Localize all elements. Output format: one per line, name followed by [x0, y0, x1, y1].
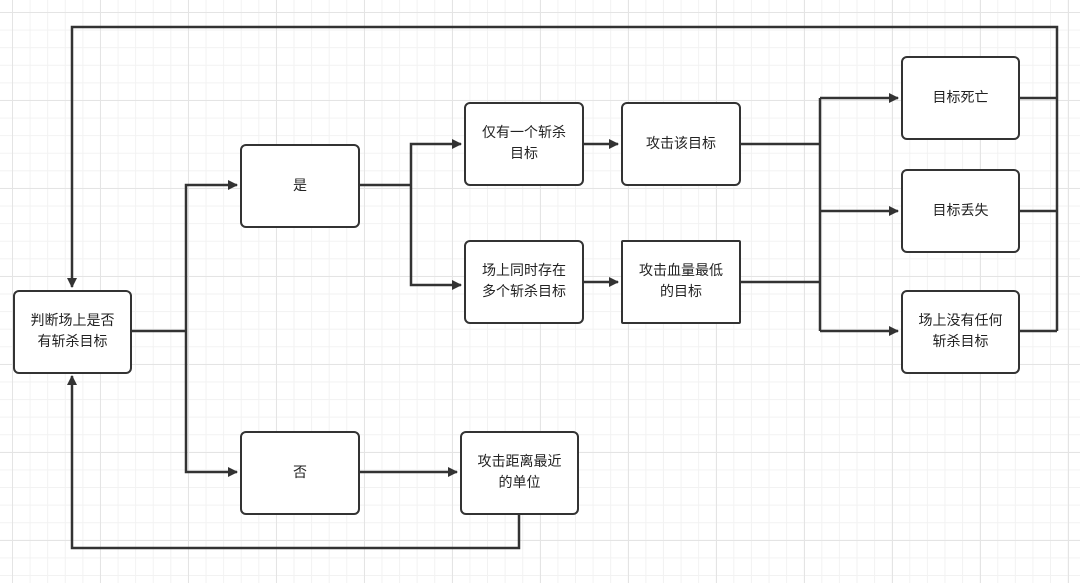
edge-yes-to-multiple [409, 185, 462, 290]
node-only-one-target[interactable]: 仅有一个斩杀目标 [464, 102, 584, 186]
node-label: 判断场上是否有斩杀目标 [30, 313, 115, 350]
edge-judge-to-yes [184, 180, 238, 331]
node-label: 是 [293, 177, 307, 194]
node-target-dead[interactable]: 目标死亡 [901, 56, 1020, 140]
edge-yes-to-only-one [409, 139, 462, 185]
node-no-kill-target[interactable]: 场上没有任何斩杀目标 [901, 290, 1020, 374]
node-multiple-targets[interactable]: 场上同时存在多个斩杀目标 [464, 240, 584, 324]
node-attack-nearest[interactable]: 攻击距离最近的单位 [460, 431, 579, 515]
node-label: 场上同时存在多个斩杀目标 [482, 263, 566, 300]
node-label: 否 [293, 464, 307, 481]
node-yes[interactable]: 是 [240, 144, 360, 228]
node-target-lost[interactable]: 目标丢失 [901, 169, 1020, 253]
node-label: 目标死亡 [932, 89, 989, 106]
node-label: 攻击该目标 [646, 135, 716, 152]
node-attack-lowest-hp[interactable]: 攻击血量最低的目标 [621, 240, 741, 324]
node-label: 目标丢失 [932, 202, 989, 219]
node-judge-kill-target[interactable]: 判断场上是否有斩杀目标 [13, 290, 132, 374]
node-label: 攻击血量最低的目标 [639, 263, 723, 300]
node-label: 场上没有任何斩杀目标 [918, 313, 1003, 350]
edge-return-top-loop [67, 25, 1059, 331]
edge-return-bottom-loop [67, 375, 521, 550]
node-no[interactable]: 否 [240, 431, 360, 515]
node-attack-target[interactable]: 攻击该目标 [621, 102, 741, 186]
edge-judge-to-no [184, 331, 238, 477]
node-label: 仅有一个斩杀目标 [482, 125, 566, 162]
node-label: 攻击距离最近的单位 [477, 454, 562, 491]
